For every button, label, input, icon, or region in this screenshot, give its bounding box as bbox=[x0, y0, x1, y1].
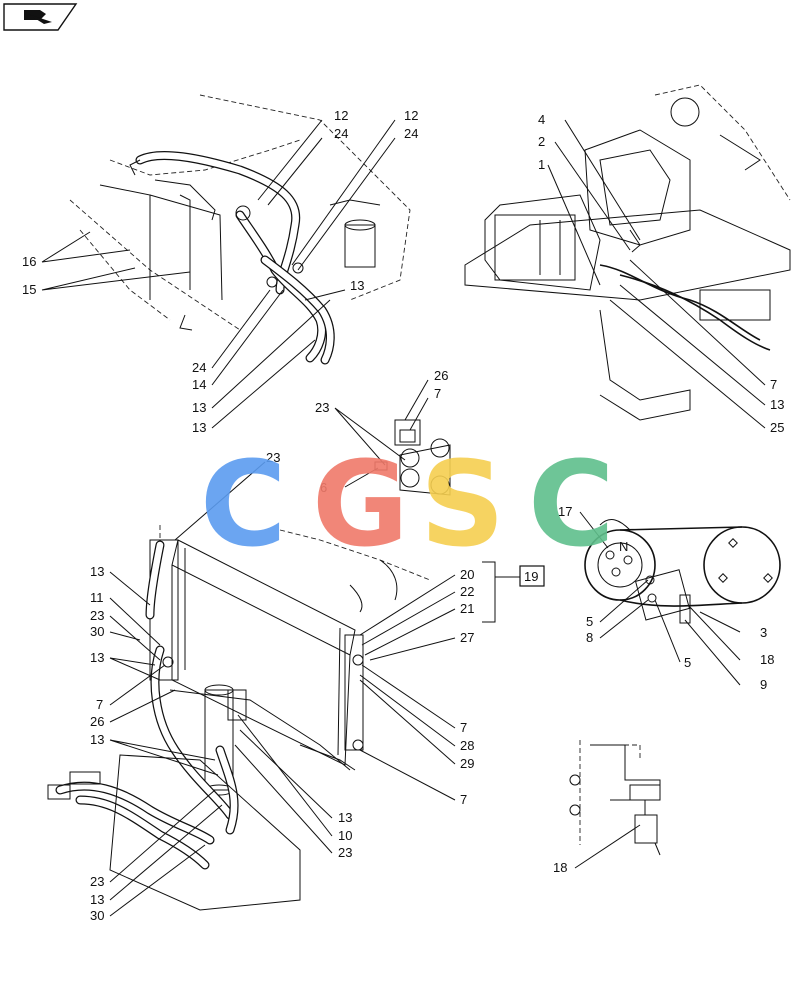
callout-28[interactable]: 28 bbox=[460, 738, 474, 753]
next-page-arrow-icon[interactable] bbox=[3, 3, 78, 31]
callout-13d[interactable]: 13 bbox=[770, 397, 784, 412]
callout-12b[interactable]: 12 bbox=[404, 108, 418, 123]
watermark-letter-1: C bbox=[200, 435, 287, 573]
callout-30b[interactable]: 30 bbox=[90, 908, 104, 923]
callout-23a[interactable]: 23 bbox=[315, 400, 329, 415]
watermark-letter-2: G bbox=[312, 435, 409, 573]
callout-13c[interactable]: 13 bbox=[192, 420, 206, 435]
callout-13e[interactable]: 13 bbox=[90, 564, 104, 579]
callout-22[interactable]: 22 bbox=[460, 584, 474, 599]
callout-4[interactable]: 4 bbox=[538, 112, 545, 127]
callout-9[interactable]: 9 bbox=[760, 677, 767, 692]
bracket-detail bbox=[569, 740, 661, 856]
condenser-assembly bbox=[47, 525, 431, 911]
callout-8[interactable]: 8 bbox=[586, 630, 593, 645]
reference-box-19[interactable] bbox=[519, 565, 545, 587]
callout-3[interactable]: 3 bbox=[760, 625, 767, 640]
callout-7c[interactable]: 7 bbox=[96, 697, 103, 712]
callout-7d[interactable]: 7 bbox=[460, 720, 467, 735]
callout-21[interactable]: 21 bbox=[460, 601, 474, 616]
callout-26a[interactable]: 26 bbox=[434, 368, 448, 383]
callout-13a[interactable]: 13 bbox=[350, 278, 364, 293]
callout-13h[interactable]: 13 bbox=[338, 810, 352, 825]
callout-24b[interactable]: 24 bbox=[404, 126, 418, 141]
callout-13b[interactable]: 13 bbox=[192, 400, 206, 415]
callout-15[interactable]: 15 bbox=[22, 282, 36, 297]
callout-18b[interactable]: 18 bbox=[553, 860, 567, 875]
callout-1[interactable]: 1 bbox=[538, 157, 545, 172]
callout-23b[interactable]: 23 bbox=[266, 450, 280, 465]
compressor-drive: N bbox=[584, 519, 781, 624]
callout-23c[interactable]: 23 bbox=[90, 608, 104, 623]
callout-5b[interactable]: 5 bbox=[684, 655, 691, 670]
callout-7e[interactable]: 7 bbox=[460, 792, 467, 807]
leader-lines bbox=[41, 119, 766, 917]
callout-5a[interactable]: 5 bbox=[586, 614, 593, 629]
callout-24a[interactable]: 24 bbox=[334, 126, 348, 141]
callout-labels: 12 24 12 24 16 15 13 24 14 13 13 4 2 1 7… bbox=[22, 108, 784, 923]
callout-13g[interactable]: 13 bbox=[90, 732, 104, 747]
compressor-mark: N bbox=[619, 539, 628, 554]
view-top-right bbox=[464, 84, 791, 421]
callout-30a[interactable]: 30 bbox=[90, 624, 104, 639]
callout-19[interactable]: 19 bbox=[524, 569, 538, 584]
callout-14[interactable]: 14 bbox=[192, 377, 206, 392]
callout-12a[interactable]: 12 bbox=[334, 108, 348, 123]
callout-10[interactable]: 10 bbox=[338, 828, 352, 843]
callout-16[interactable]: 16 bbox=[22, 254, 36, 269]
view-top-left bbox=[69, 94, 411, 365]
callout-17[interactable]: 17 bbox=[558, 504, 572, 519]
watermark-letter-3: S bbox=[420, 435, 505, 573]
expansion-valve-block bbox=[374, 419, 451, 496]
callout-13i[interactable]: 13 bbox=[90, 892, 104, 907]
callout-25[interactable]: 25 bbox=[770, 420, 784, 435]
callout-23d[interactable]: 23 bbox=[338, 845, 352, 860]
callout-26b[interactable]: 26 bbox=[90, 714, 104, 729]
watermark-letter-4: C bbox=[528, 435, 615, 573]
callout-7a[interactable]: 7 bbox=[770, 377, 777, 392]
callout-23e[interactable]: 23 bbox=[90, 874, 104, 889]
callout-6[interactable]: 6 bbox=[320, 480, 327, 495]
watermark-logo: C G S C bbox=[200, 435, 615, 573]
callout-11[interactable]: 11 bbox=[90, 590, 104, 605]
callout-24c[interactable]: 24 bbox=[192, 360, 206, 375]
callout-29[interactable]: 29 bbox=[460, 756, 474, 771]
callout-20[interactable]: 20 bbox=[460, 567, 474, 582]
callout-27[interactable]: 27 bbox=[460, 630, 474, 645]
callout-13f[interactable]: 13 bbox=[90, 650, 104, 665]
callout-7b[interactable]: 7 bbox=[434, 386, 441, 401]
callout-18a[interactable]: 18 bbox=[760, 652, 774, 667]
callout-2[interactable]: 2 bbox=[538, 134, 545, 149]
